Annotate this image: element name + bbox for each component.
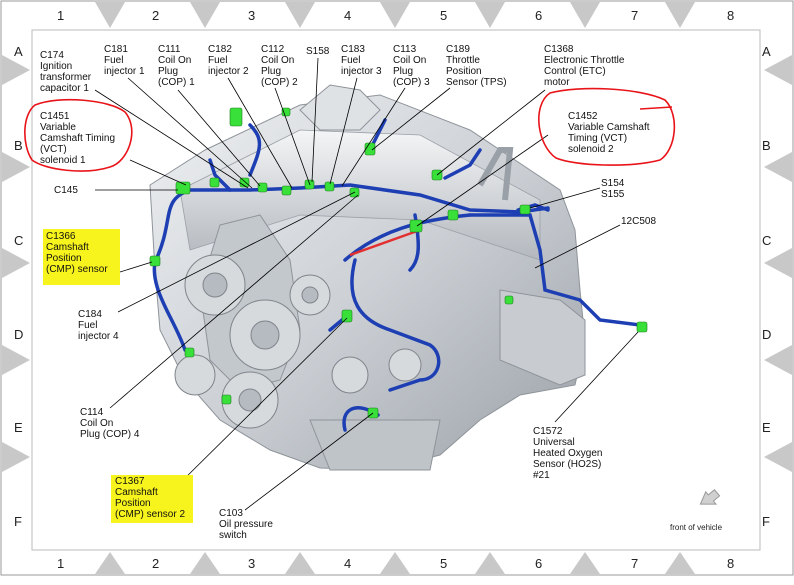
row-a-left: A xyxy=(14,44,23,59)
row-b-right: B xyxy=(762,138,771,153)
row-c-left: C xyxy=(14,233,24,248)
col-2-top: 2 xyxy=(152,8,160,23)
connector-c1572 xyxy=(636,321,648,333)
label-12c508: 12C508 xyxy=(621,216,657,227)
label-c111: C111 Coil On Plug (COP) 1 xyxy=(158,44,195,88)
red-wire xyxy=(349,228,421,257)
row-f-right: F xyxy=(762,514,770,529)
label-c114: C114 Coil On Plug (COP) 4 xyxy=(80,407,140,440)
right-edge-markers xyxy=(764,55,792,472)
label-c174: C174 Ignition transformer capacitor 1 xyxy=(40,50,92,94)
label-c1366: C1366 Camshaft Position (CMP) sensor xyxy=(44,231,110,275)
col-6-bottom: 6 xyxy=(535,556,543,571)
top-edge-markers xyxy=(95,2,695,28)
row-d-left: D xyxy=(14,327,24,342)
label-c183: C183 Fuel injector 3 xyxy=(341,44,382,77)
col-1-bottom: 1 xyxy=(57,556,65,571)
row-f-left: F xyxy=(14,514,22,529)
label-s154: S154 xyxy=(601,178,625,189)
label-c112: C112 Coil On Plug (COP) 2 xyxy=(261,44,298,88)
label-c182: C182 Fuel injector 2 xyxy=(208,44,249,77)
col-8-top: 8 xyxy=(727,8,735,23)
row-e-left: E xyxy=(14,420,23,435)
front-of-vehicle-label: front of vehicle xyxy=(670,523,723,532)
col-7-bottom: 7 xyxy=(631,556,639,571)
label-s158: S158 xyxy=(306,46,330,57)
row-a-right: A xyxy=(762,44,771,59)
bottom-edge-markers xyxy=(95,552,695,574)
connector-c1452 xyxy=(409,219,423,233)
connector-c1367 xyxy=(341,309,353,323)
col-3-bottom: 3 xyxy=(248,556,256,571)
row-d-right: D xyxy=(762,327,772,342)
label-c1368: C1368 Electronic Throttle Control (ETC) … xyxy=(544,44,625,88)
row-c-right: C xyxy=(762,233,772,248)
red-circles xyxy=(24,87,676,172)
connector-c1366 xyxy=(149,255,161,267)
col-8-bottom: 8 xyxy=(727,556,735,571)
label-s155: S155 xyxy=(601,189,625,200)
label-c145: C145 xyxy=(54,185,78,196)
label-c189: C189 Throttle Position Sensor (TPS) xyxy=(446,44,507,88)
label-c184: C184 Fuel injector 4 xyxy=(78,309,119,342)
col-4-bottom: 4 xyxy=(344,556,352,571)
col-5-bottom: 5 xyxy=(440,556,448,571)
col-2-bottom: 2 xyxy=(152,556,160,571)
label-c1451: C1451 Variable Camshaft Timing (VCT) sol… xyxy=(40,111,116,166)
connector-c111 xyxy=(229,107,243,127)
front-of-vehicle-arrow-icon xyxy=(699,489,721,505)
col-1-top: 1 xyxy=(57,8,65,23)
col-7-top: 7 xyxy=(631,8,639,23)
left-edge-markers xyxy=(2,55,30,472)
connectors xyxy=(149,107,648,419)
label-c1367: C1367 Camshaft Position (CMP) sensor 2 xyxy=(113,476,188,520)
label-c1452: C1452 Variable Camshaft Timing (VCT) sol… xyxy=(568,111,650,155)
col-6-top: 6 xyxy=(535,8,543,23)
label-c1572: C1572 Universal Heated Oxygen Sensor (HO… xyxy=(533,426,603,481)
col-4-top: 4 xyxy=(344,8,352,23)
row-e-right: E xyxy=(762,420,771,435)
label-c103: C103 Oil pressure switch xyxy=(219,508,273,541)
leader-lines xyxy=(94,57,639,511)
col-5-top: 5 xyxy=(440,8,448,23)
connector-c145 xyxy=(175,181,191,195)
label-c113: C113 Coil On Plug (COP) 3 xyxy=(393,44,430,88)
label-c181: C181 Fuel injector 1 xyxy=(104,44,145,77)
connector-s154 xyxy=(519,204,531,215)
col-3-top: 3 xyxy=(248,8,256,23)
row-b-left: B xyxy=(14,138,23,153)
